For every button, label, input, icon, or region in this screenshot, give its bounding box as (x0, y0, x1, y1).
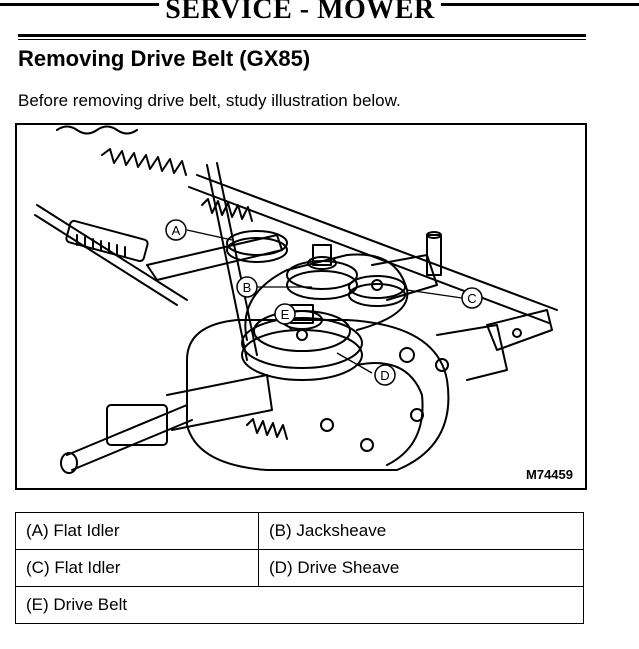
callout-c-label: C (467, 291, 476, 306)
legend-row: (C) Flat Idler (D) Drive Sheave (15, 549, 584, 587)
legend-cell: (A) Flat Idler (15, 512, 259, 550)
legend-cell: (E) Drive Belt (15, 586, 584, 624)
parts-legend-table: (A) Flat Idler (B) Jacksheave (C) Flat I… (15, 512, 584, 624)
legend-row: (E) Drive Belt (15, 586, 584, 624)
mower-drive-illustration: A B C D E (34, 125, 558, 474)
callout-e: E (274, 303, 296, 325)
illustration-frame: A B C D E M74459 (15, 123, 587, 490)
legend-cell: (C) Flat Idler (15, 549, 259, 587)
intro-text: Before removing drive belt, study illust… (18, 91, 401, 110)
callout-d-label: D (380, 368, 389, 383)
callout-b-label: B (243, 280, 252, 295)
legend-row: (A) Flat Idler (B) Jacksheave (15, 512, 584, 550)
spring-upper (101, 148, 187, 176)
callout-b: B (236, 276, 258, 298)
callout-d: D (374, 364, 396, 386)
callout-a-label: A (172, 223, 181, 238)
legend-cell: (B) Jacksheave (258, 512, 584, 550)
header-rule (18, 34, 586, 37)
callout-c: C (461, 287, 483, 309)
section-heading: Removing Drive Belt (GX85) (18, 46, 311, 71)
header-title-text: SERVICE - MOWER (159, 0, 441, 25)
page-header-title: SERVICE - MOWER (0, 0, 600, 26)
spring-lower (201, 198, 288, 440)
legend-cell: (D) Drive Sheave (258, 549, 584, 587)
figure-id: M74459 (526, 467, 573, 482)
callout-a: A (165, 219, 187, 241)
header-rule-thin (18, 39, 586, 40)
callout-e-label: E (281, 307, 290, 322)
